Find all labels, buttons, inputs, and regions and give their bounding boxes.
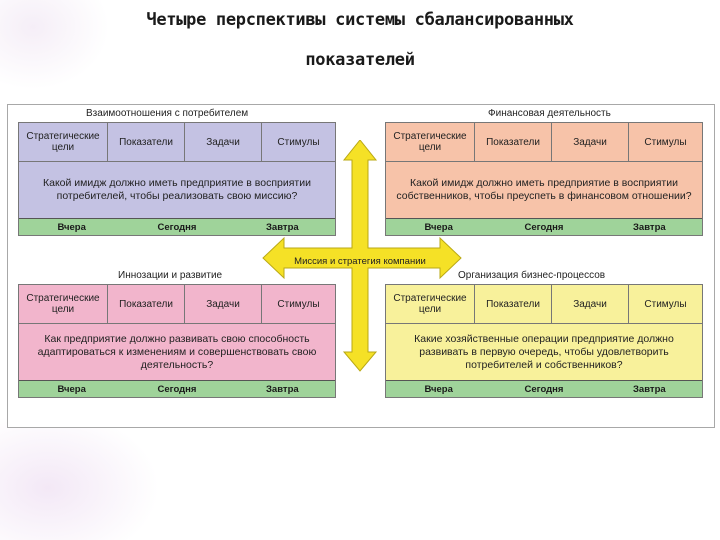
timeline-yesterday: Вчера [424,383,453,395]
timeline-tomorrow: Завтра [632,383,666,395]
timeline-tomorrow: Завтра [265,221,299,233]
header-strategic-goals: Стратегические цели [386,285,475,323]
slide-title-line-1: Четыре перспективы системы сбалансирован… [146,10,574,30]
timeline-tomorrow: Завтра [265,383,299,395]
innovation-caption: Иннозации и развитие [118,270,223,281]
header-tasks: Задачи [552,285,629,323]
timeline-today: Сегодня [157,383,197,395]
customers-timeline: Вчера Сегодня Завтра [19,218,335,235]
innovation-timeline: Вчера Сегодня Завтра [19,380,335,397]
processes-header-row: Стратегические цели Показатели Задачи Ст… [386,285,702,324]
timeline-tomorrow: Завтра [632,221,666,233]
header-indicators: Показатели [475,123,552,161]
finance-header-row: Стратегические цели Показатели Задачи Ст… [386,123,702,162]
timeline-yesterday: Вчера [57,383,86,395]
customers-caption: Взаимоотношения с потребителем [86,108,249,119]
innovation-question: Как предприятие должно развивать свою сп… [19,324,335,380]
timeline-today: Сегодня [524,221,564,233]
header-indicators: Показатели [108,123,185,161]
timeline-yesterday: Вчера [424,221,453,233]
customers-quadrant: Стратегические цели Показатели Задачи Ст… [18,122,336,236]
processes-quadrant: Стратегические цели Показатели Задачи Ст… [385,284,703,398]
header-strategic-goals: Стратегические цели [19,123,108,161]
innovation-quadrant: Стратегические цели Показатели Задачи Ст… [18,284,336,398]
timeline-today: Сегодня [524,383,564,395]
timeline-yesterday: Вчера [57,221,86,233]
header-strategic-goals: Стратегические цели [19,285,108,323]
header-incentives: Стимулы [277,298,320,310]
header-indicators: Показатели [475,285,552,323]
timeline-today: Сегодня [157,221,197,233]
finance-question: Какой имидж должно иметь предприятие в в… [386,162,702,218]
finance-timeline: Вчера Сегодня Завтра [386,218,702,235]
processes-timeline: Вчера Сегодня Завтра [386,380,702,397]
background-decoration-top [0,0,110,90]
header-tasks: Задачи [185,123,262,161]
customers-question: Какой имидж должно иметь предприятие в в… [19,162,335,218]
processes-caption: Организация бизнес-процессов [458,270,606,281]
header-indicators: Показатели [108,285,185,323]
header-strategic-goals: Стратегические цели [386,123,475,161]
innovation-header-row: Стратегические цели Показатели Задачи Ст… [19,285,335,324]
background-decoration-bottom [0,410,160,540]
slide-title-line-2: показателей [305,50,415,70]
header-incentives: Стимулы [277,136,320,148]
cross-arrows-icon [262,140,462,372]
finance-quadrant: Стратегические цели Показатели Задачи Ст… [385,122,703,236]
header-incentives: Стимулы [644,298,687,310]
customers-header-row: Стратегические цели Показатели Задачи Ст… [19,123,335,162]
processes-question: Какие хозяйственные операции предприятие… [386,324,702,380]
finance-caption: Финансовая деятельность [488,108,611,119]
header-incentives: Стимулы [644,136,687,148]
header-tasks: Задачи [552,123,629,161]
header-tasks: Задачи [185,285,262,323]
mission-strategy-label: Миссия и стратегия компании [294,256,426,267]
